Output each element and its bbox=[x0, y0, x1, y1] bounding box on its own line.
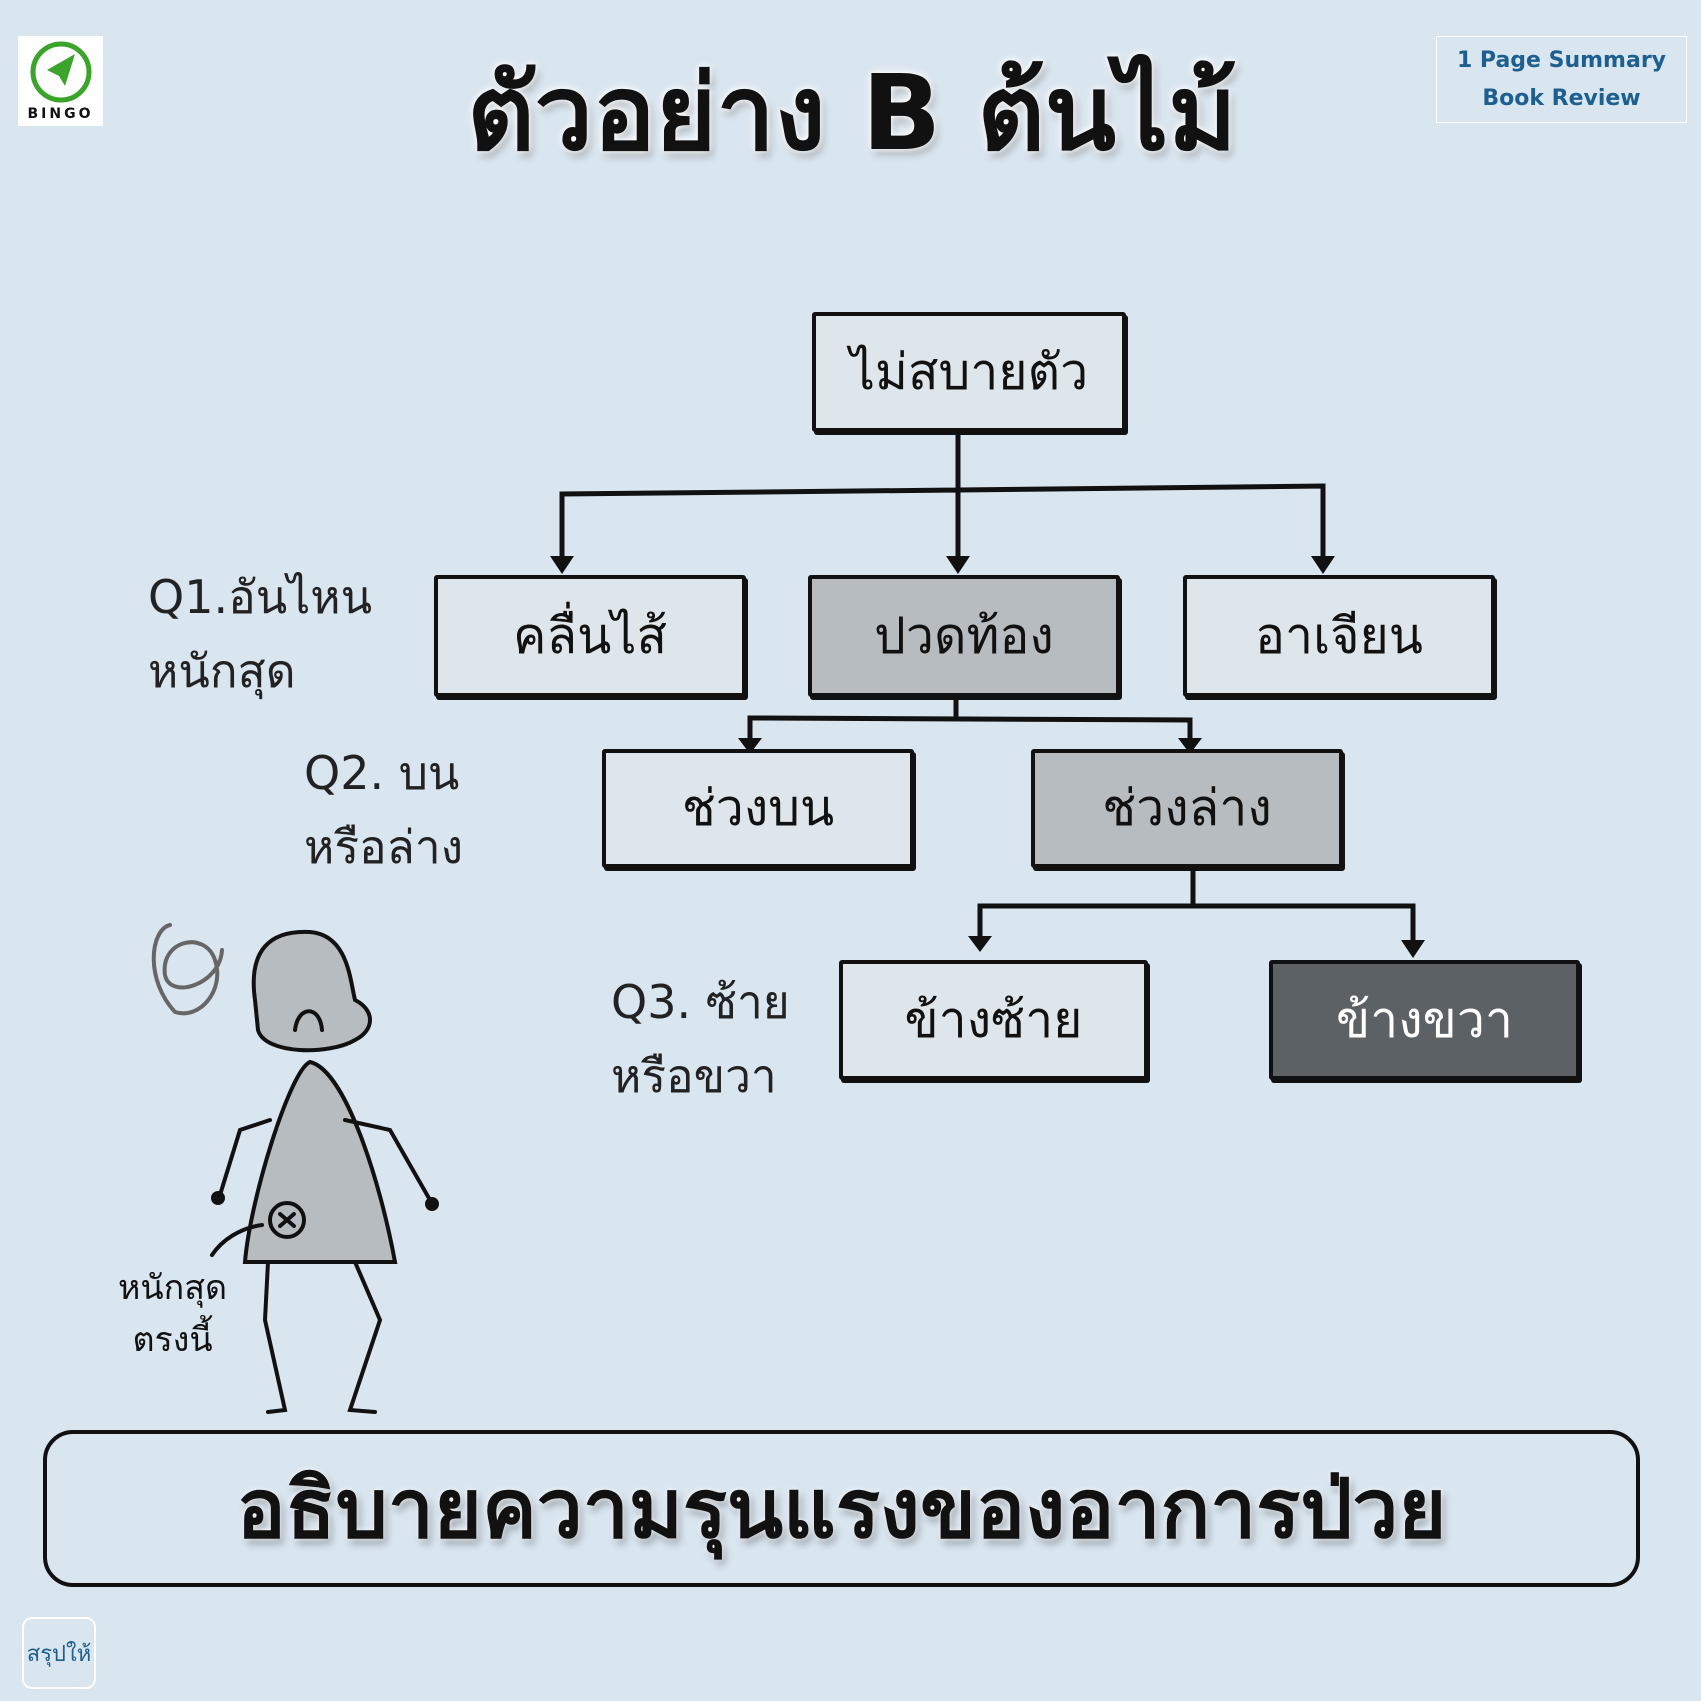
tree-root-node: ไม่สบายตัว bbox=[812, 312, 1126, 432]
arrow-icon bbox=[1401, 940, 1425, 958]
page-title: ตัวอย่าง B ต้นไม้ bbox=[467, 52, 1237, 174]
body bbox=[242, 1059, 398, 1264]
arrow-icon bbox=[968, 936, 992, 952]
sick-person-illustration bbox=[151, 923, 439, 1414]
question-1: Q1.อันไหนหนักสุด bbox=[148, 560, 372, 708]
badge-line1: 1 Page Summary bbox=[1456, 47, 1667, 73]
tree-node-vomit: อาเจียน bbox=[1183, 575, 1495, 697]
tree-node-lower: ช่วงล่าง bbox=[1031, 749, 1343, 868]
connector-level2 bbox=[977, 865, 1416, 953]
summarize-button[interactable]: สรุปให้ bbox=[22, 1617, 96, 1689]
tree-node-upper: ช่วงบน bbox=[602, 749, 914, 868]
arrow-icon bbox=[738, 738, 762, 754]
arrow-icon bbox=[946, 556, 970, 574]
figure-note: หนักสุดตรงนี้ bbox=[118, 1262, 227, 1366]
tree-node-nausea: คลื่นไส้ bbox=[434, 575, 746, 697]
arrow-icon bbox=[550, 556, 574, 574]
question-2: Q2. บนหรือล่าง bbox=[304, 736, 463, 884]
note-line1: หนักสุด bbox=[118, 1268, 228, 1308]
bingo-logo: BINGO bbox=[18, 36, 103, 126]
q1-line1: Q1.อันไหน bbox=[148, 570, 373, 624]
logo-text: BINGO bbox=[27, 106, 94, 122]
summary-badge: 1 Page Summary Book Review bbox=[1436, 36, 1687, 123]
dizzy-swirl-icon bbox=[151, 923, 224, 1016]
question-3: Q3. ซ้ายหรือขวา bbox=[611, 965, 790, 1113]
arrow-icon bbox=[1178, 738, 1202, 754]
caption-box: อธิบายความรุนแรงของอาการป่วย bbox=[43, 1430, 1640, 1587]
badge-line2: Book Review bbox=[1482, 85, 1641, 111]
connector-level1 bbox=[747, 694, 1193, 751]
rocket-logo-icon bbox=[30, 41, 91, 103]
q3-line2: หรือขวา bbox=[611, 1049, 777, 1103]
q2-line1: Q2. บน bbox=[304, 746, 460, 800]
pain-spot-icon bbox=[268, 1201, 306, 1239]
note-line2: ตรงนี้ bbox=[132, 1320, 213, 1360]
connector-root bbox=[559, 429, 1326, 571]
tree-node-right: ข้างขวา bbox=[1269, 960, 1580, 1080]
q3-line1: Q3. ซ้าย bbox=[611, 975, 790, 1029]
q2-line2: หรือล่าง bbox=[304, 820, 464, 874]
arrow-icon bbox=[1311, 556, 1335, 574]
tree-node-stomachache: ปวดท้อง bbox=[808, 575, 1120, 697]
head bbox=[251, 929, 372, 1053]
tree-node-left: ข้างซ้าย bbox=[839, 960, 1148, 1080]
q1-line2: หนักสุด bbox=[148, 644, 296, 698]
